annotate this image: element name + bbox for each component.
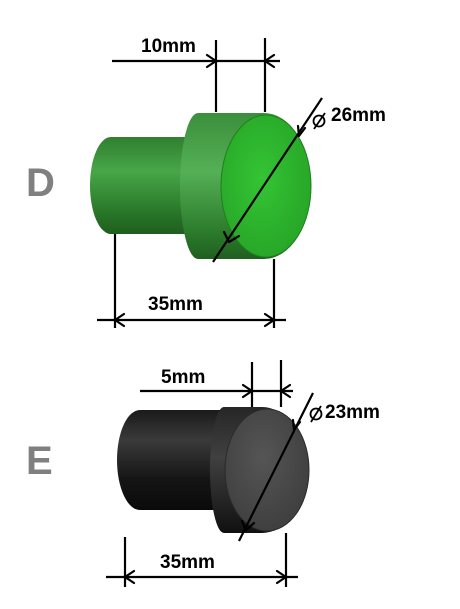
label-diameter-e: 23mm — [325, 402, 380, 423]
face-e — [224, 408, 310, 532]
part-letter-e: E — [26, 439, 53, 483]
part-d: D 10mm 26mm — [26, 36, 386, 328]
dim-total-length-d: 35mm — [97, 234, 286, 328]
label-head-length-d: 10mm — [141, 36, 196, 57]
dim-total-length-e: 35mm — [106, 533, 298, 587]
dim-head-length-e: 5mm — [140, 360, 293, 407]
part-e: E 5mm 23mm — [26, 360, 380, 587]
face-d — [220, 114, 312, 258]
shaft-e — [117, 410, 225, 510]
dim-diameter-d: 26mm — [212, 97, 386, 263]
label-total-length-d: 35mm — [148, 294, 203, 315]
shaft-d — [90, 137, 191, 234]
label-total-length-e: 35mm — [160, 552, 215, 573]
dim-head-length-d: 10mm — [112, 36, 280, 112]
label-head-length-e: 5mm — [161, 367, 205, 388]
label-diameter-d: 26mm — [331, 105, 386, 126]
part-letter-d: D — [26, 161, 55, 205]
dim-diameter-e: 23mm — [238, 392, 380, 542]
